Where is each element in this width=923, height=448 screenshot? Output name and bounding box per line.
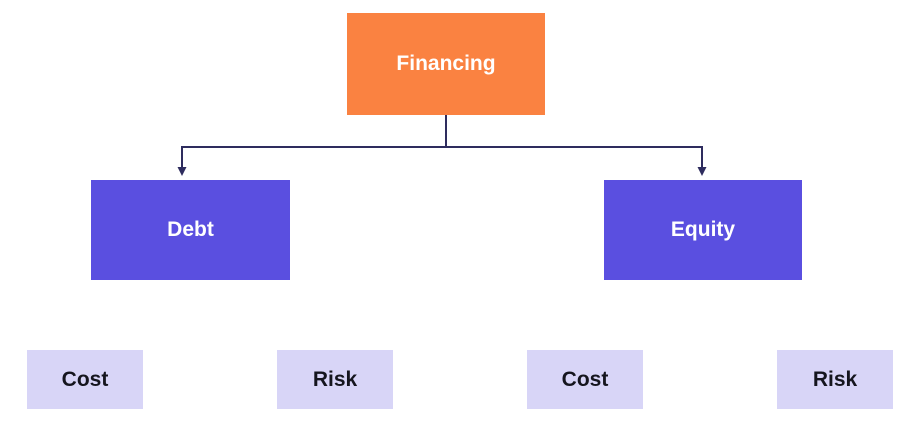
node-debt: Debt — [91, 180, 290, 280]
arrowhead-right-icon — [697, 167, 707, 176]
node-equity-cost: Cost — [527, 350, 643, 409]
node-equity-risk: Risk — [777, 350, 893, 409]
node-debt-cost: Cost — [27, 350, 143, 409]
connector-path — [181, 115, 703, 168]
node-financing: Financing — [347, 13, 545, 115]
arrowhead-left-icon — [177, 167, 187, 176]
node-equity: Equity — [604, 180, 802, 280]
node-debt-risk: Risk — [277, 350, 393, 409]
